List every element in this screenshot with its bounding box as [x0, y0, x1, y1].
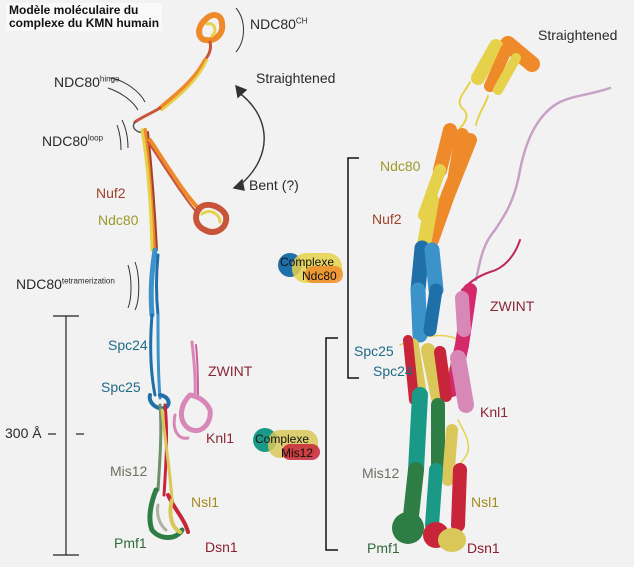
label-ndc80-tetra-text: NDC80: [16, 276, 62, 292]
complexe-mis12-badge: [253, 428, 320, 460]
label-ndc80-tetra-sup: tetramerization: [61, 276, 115, 286]
label-ndc80-ch: NDC80CH: [250, 17, 307, 31]
label-nsl1-right: Nsl1: [471, 494, 500, 510]
label-scale: 300 Å: [5, 425, 42, 441]
label-ndc80-loop: NDC80loop: [42, 134, 103, 148]
title-line2: complexe du KMN humain: [9, 16, 160, 31]
label-zwint-left: ZWINT: [208, 363, 253, 379]
label-nuf2-left: Nuf2: [96, 185, 126, 201]
label-spc25-left: Spc25: [101, 379, 141, 395]
label-knl1-right: Knl1: [480, 404, 509, 420]
label-knl1-left: Knl1: [206, 430, 235, 446]
label-pmf1-right: Pmf1: [367, 540, 400, 556]
label-spc24-right: Spc24: [373, 363, 413, 379]
left-structure-model: [132, 12, 230, 540]
label-ndc80-loop-text: NDC80: [42, 133, 88, 149]
bracket-ndc80-complex: [347, 157, 359, 379]
label-zwint-right: ZWINT: [490, 298, 535, 314]
label-complexe-mis12-l2: Mis12: [281, 446, 314, 460]
left-callout-brackets: [107, 7, 244, 311]
title-line1: Modèle moléculaire du: [9, 3, 139, 17]
label-ndc80-loop-sup: loop: [87, 133, 104, 143]
complexe-ndc80-badge: [278, 253, 343, 283]
label-ndc80-ch-sup: CH: [295, 16, 308, 26]
label-complexe-mis12-l1: Complexe: [255, 432, 310, 446]
label-ndc80-hinge-text: NDC80: [54, 74, 100, 90]
label-mis12-left: Mis12: [110, 463, 148, 479]
label-spc24-left: Spc24: [108, 337, 148, 353]
label-ndc80-tetra: NDC80tetramerization: [16, 277, 115, 291]
label-ndc80-hinge: NDC80hinge: [54, 75, 119, 89]
label-ndc80-hinge-sup: hinge: [99, 74, 120, 84]
bracket-mis12-complex: [325, 337, 338, 551]
label-bent: Bent (?): [249, 177, 299, 193]
label-complexe-ndc80-l2: Ndc80: [302, 269, 337, 283]
label-ndc80-left: Ndc80: [98, 212, 139, 228]
label-straightened-right: Straightened: [538, 27, 618, 43]
scale-bar: [48, 315, 84, 556]
right-cylinder-model: [392, 36, 540, 552]
label-straightened-left: Straightened: [256, 70, 336, 86]
label-pmf1-left: Pmf1: [114, 535, 147, 551]
label-dsn1-left: Dsn1: [205, 539, 238, 555]
label-dsn1-right: Dsn1: [467, 540, 500, 556]
label-complexe-ndc80-l1: Complexe: [280, 255, 335, 269]
label-ndc80-ch-text: NDC80: [250, 16, 296, 32]
label-nuf2-right: Nuf2: [372, 211, 402, 227]
straightened-bent-arrow: [232, 84, 265, 191]
label-mis12-right: Mis12: [362, 465, 400, 481]
label-nsl1-left: Nsl1: [191, 494, 220, 510]
label-spc25-right: Spc25: [354, 343, 394, 359]
figure-title: Modèle moléculaire du complexe du KMN hu…: [6, 3, 163, 32]
label-ndc80-right: Ndc80: [380, 158, 421, 174]
